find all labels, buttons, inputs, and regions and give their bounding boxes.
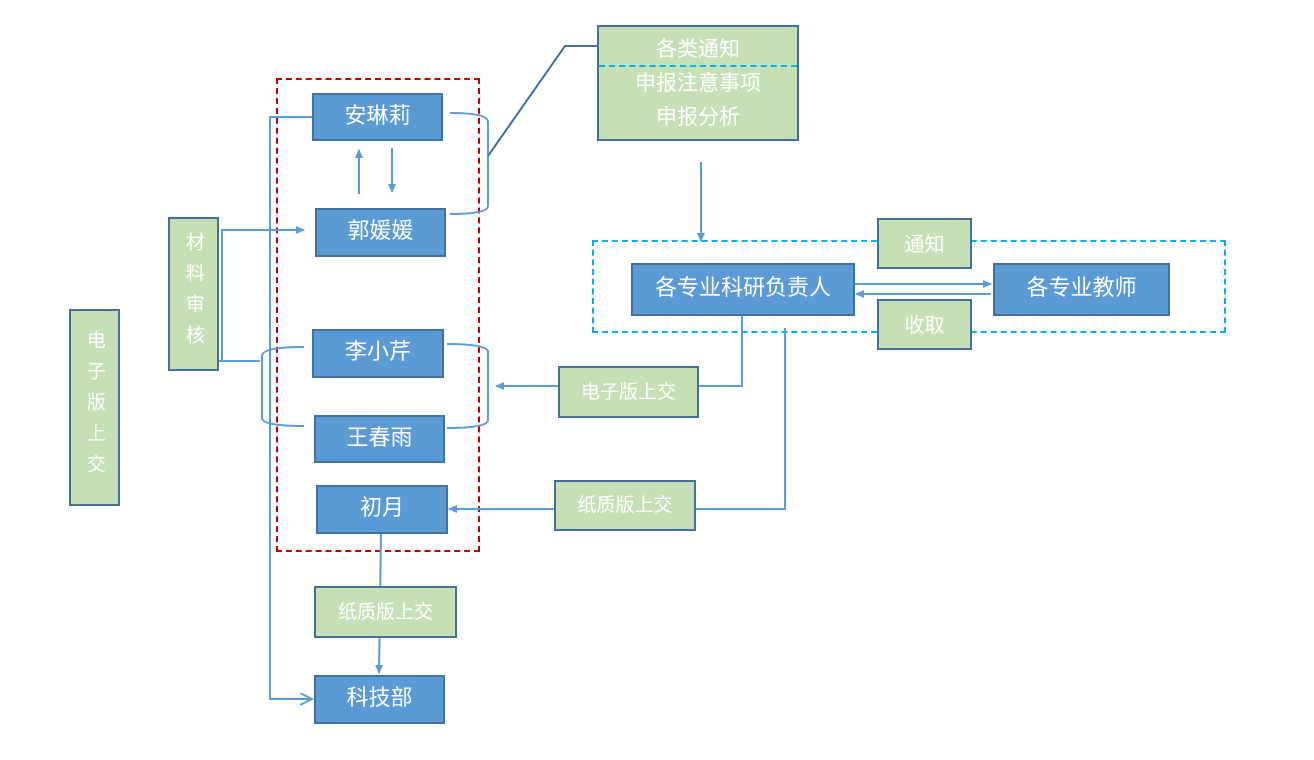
node-research-leads-label: 各专业科研负责人 <box>654 276 831 302</box>
paper-submit-right-box: 纸质版上交 <box>554 480 696 531</box>
callout-line-notices <box>487 45 598 157</box>
node-chu-yue: 初月 <box>316 485 448 534</box>
collect-label: 收取 <box>904 312 945 337</box>
node-teachers-label: 各专业教师 <box>1026 276 1137 302</box>
node-kejibu: 科技部 <box>314 675 445 724</box>
paper-submit-right-label: 纸质版上交 <box>577 494 673 517</box>
node-wang-chunyu-label: 王春雨 <box>346 425 413 451</box>
electronic-submit-box: 电子版上交 <box>558 366 699 418</box>
node-an-linli: 安琳莉 <box>312 93 443 141</box>
notices-line-1: 各类通知 <box>656 37 740 61</box>
node-guo-yuanyuan-label: 郭媛媛 <box>347 219 414 245</box>
notices-line-3: 申报分析 <box>656 105 740 129</box>
electronic-submit-vertical-box: 电子版上交 <box>69 309 120 506</box>
electronic-submit-vertical-label: 电子版上交 <box>83 330 106 485</box>
connector-leads-paper <box>695 328 786 510</box>
notices-box: 各类通知 申报注意事项 申报分析 <box>597 25 799 141</box>
node-li-xiaoqin: 李小芹 <box>312 329 444 378</box>
notify-label: 通知 <box>904 231 945 256</box>
node-an-linli-label: 安琳莉 <box>344 103 411 129</box>
electronic-submit-label: 电子版上交 <box>580 380 676 403</box>
material-review-box: 材料审核 <box>168 217 219 371</box>
node-teachers: 各专业教师 <box>993 263 1170 316</box>
node-kejibu-label: 科技部 <box>346 686 413 712</box>
notices-divider <box>599 65 797 67</box>
notices-line-2: 申报注意事项 <box>635 71 761 95</box>
node-guo-yuanyuan: 郭媛媛 <box>315 208 446 257</box>
reviewers-dashed-group <box>276 78 480 552</box>
collect-box: 收取 <box>877 299 972 350</box>
node-research-leads: 各专业科研负责人 <box>631 263 855 316</box>
notify-box: 通知 <box>877 218 972 269</box>
material-review-label: 材料审核 <box>182 232 205 356</box>
node-li-xiaoqin-label: 李小芹 <box>344 340 411 366</box>
node-chu-yue-label: 初月 <box>359 496 404 522</box>
node-wang-chunyu: 王春雨 <box>314 415 445 463</box>
paper-submit-bottom-box: 纸质版上交 <box>314 586 457 638</box>
paper-submit-bottom-label: 纸质版上交 <box>337 600 433 623</box>
